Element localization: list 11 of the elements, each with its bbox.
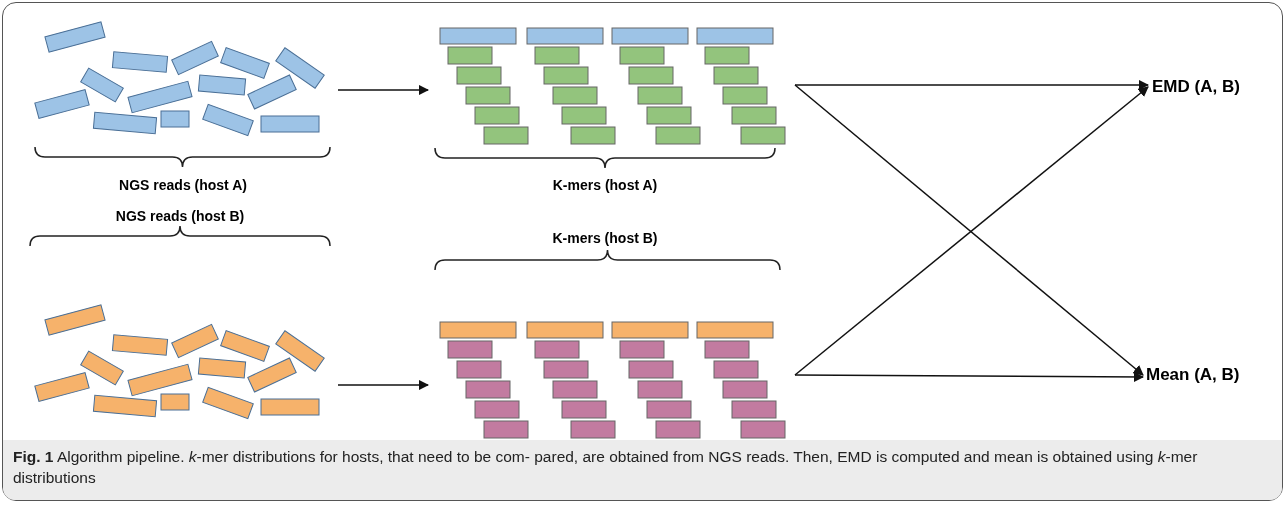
node-label: EMD (A, B): [1152, 77, 1240, 97]
node-label: NGS reads (host A): [119, 177, 247, 193]
arrow: [337, 379, 430, 391]
arrow: [794, 79, 1150, 91]
arrow: [794, 371, 1145, 383]
node-label: K-mers (host A): [552, 177, 658, 193]
node-label: Mean (A, B): [1146, 365, 1240, 385]
node-label: NGS reads (host B): [115, 208, 245, 224]
figure-caption: Fig. 1 Algorithm pipeline. k-mer distributions for hosts, that need to be com- pared, are obtained from NGS reads. Then, EMD is computed and mean is obtained using k-mer distributions: [3, 440, 1282, 500]
arrow: [337, 84, 430, 96]
node-label: K-mers (host B): [552, 230, 658, 246]
